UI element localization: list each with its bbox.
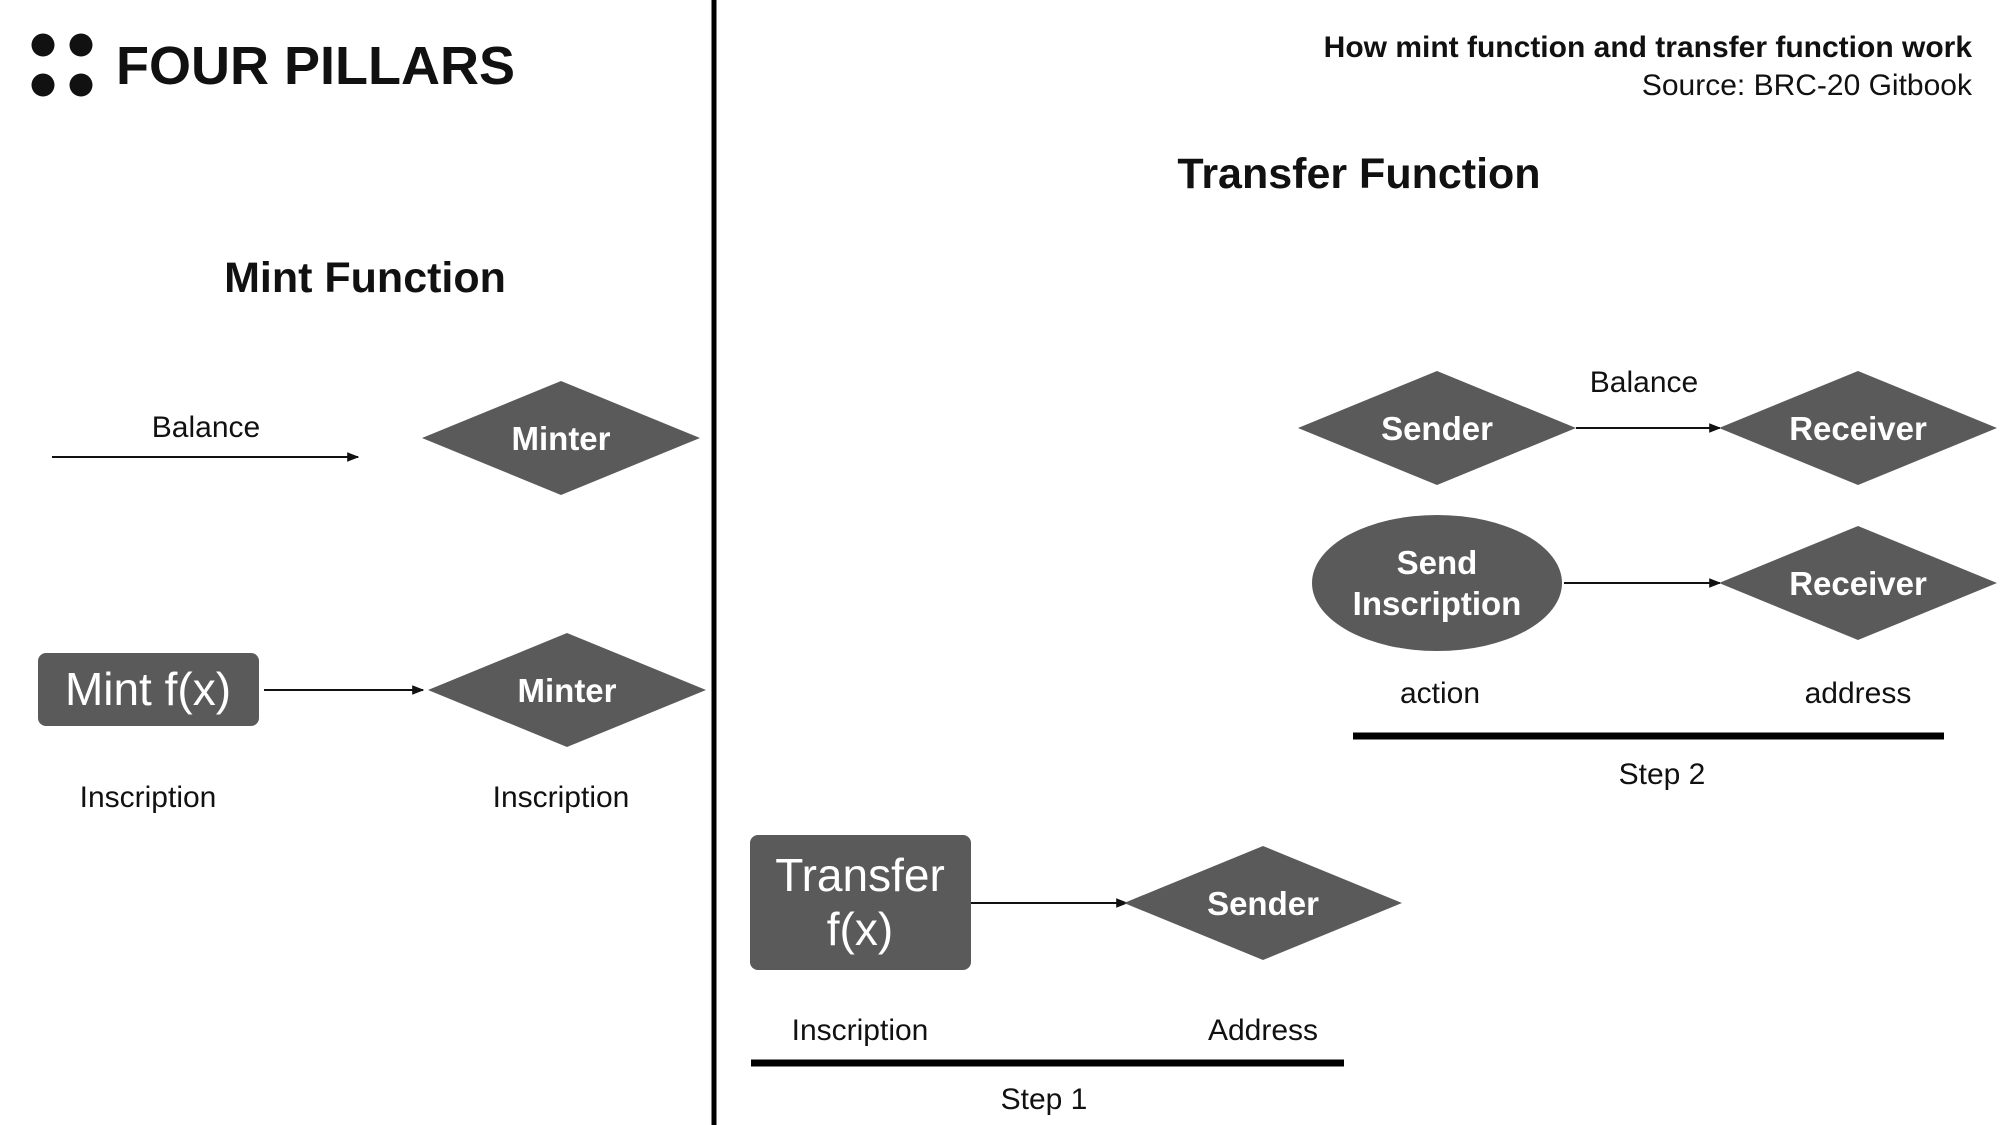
figure-source: Source: BRC-20 Gitbook xyxy=(1642,69,1973,102)
mint-balance-label: Balance xyxy=(152,411,260,444)
step1-sender-diamond xyxy=(1124,846,1402,960)
step2-send-line2: Inscription xyxy=(1353,585,1522,622)
mint-balance-minter-label: Minter xyxy=(512,420,611,457)
step2-left-caption: action xyxy=(1400,677,1480,710)
step1-right-caption: Address xyxy=(1208,1014,1318,1047)
step2-label: Step 2 xyxy=(1619,758,1706,791)
step2-receiver-label-send: Receiver xyxy=(1789,565,1927,602)
step2-receiver-diamond-send xyxy=(1719,526,1997,640)
mint-balance-minter-diamond xyxy=(422,381,700,495)
transfer-section-title: Transfer Function xyxy=(1177,150,1540,198)
mint-right-caption: Inscription xyxy=(493,781,630,814)
step2-send-line1: Send xyxy=(1397,544,1478,581)
mint-fx-label: Mint f(x) xyxy=(65,663,231,715)
mint-left-caption: Inscription xyxy=(80,781,217,814)
figure-title: How mint function and transfer function … xyxy=(1324,31,1973,64)
step2-sender-label: Sender xyxy=(1381,410,1493,447)
mint-inscription-minter-label: Minter xyxy=(518,672,617,709)
step2-send-inscription-ellipse xyxy=(1312,515,1562,651)
brand-name: FOUR PILLARS xyxy=(116,36,515,96)
mint-fx-box xyxy=(38,653,259,726)
step1-left-caption: Inscription xyxy=(792,1014,929,1047)
step1-sender-label: Sender xyxy=(1207,885,1319,922)
four-dots-icon xyxy=(31,33,93,97)
transfer-fx-line2: f(x) xyxy=(827,903,893,955)
step2-sender-diamond xyxy=(1298,371,1576,485)
transfer-fx-box xyxy=(750,835,971,970)
step1-label: Step 1 xyxy=(1001,1083,1088,1116)
step2-balance-label: Balance xyxy=(1590,366,1698,399)
step2-receiver-label-balance: Receiver xyxy=(1789,410,1927,447)
mint-inscription-minter-diamond xyxy=(428,633,706,747)
step2-receiver-diamond-balance xyxy=(1719,371,1997,485)
transfer-fx-line1: Transfer xyxy=(775,849,945,901)
step2-right-caption: address xyxy=(1805,677,1912,710)
mint-section-title: Mint Function xyxy=(224,254,506,302)
